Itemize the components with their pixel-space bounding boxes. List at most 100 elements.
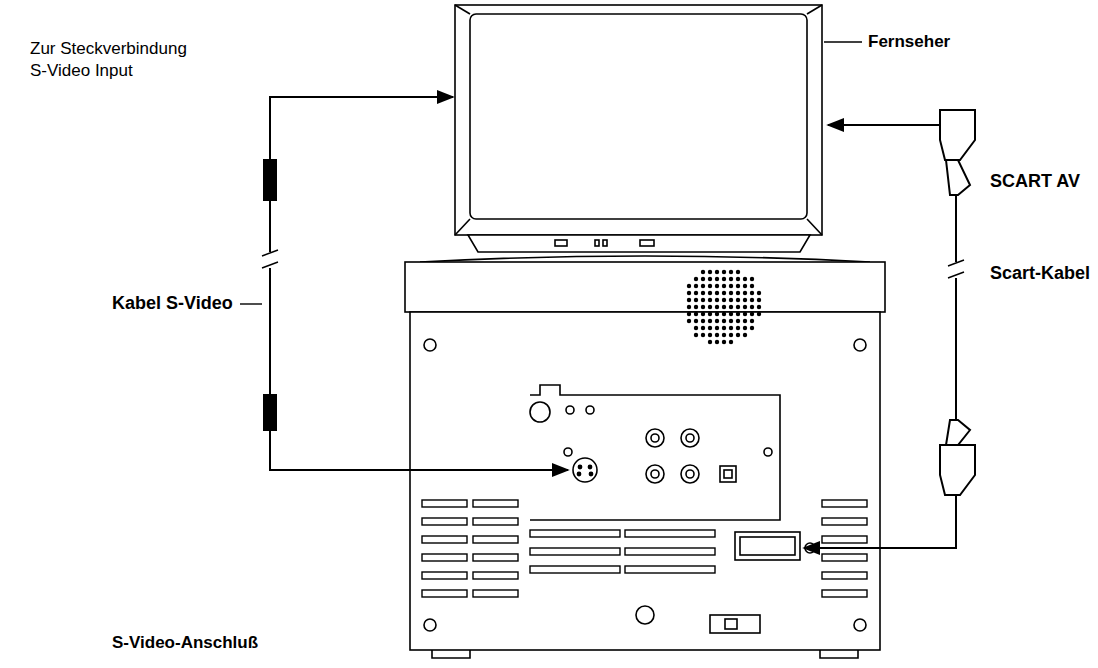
tv-set [455, 5, 822, 252]
grille-hole [687, 291, 691, 295]
grille-hole [743, 333, 747, 337]
cable-label: Kabel S-Video [112, 292, 233, 315]
grille-hole [722, 305, 726, 309]
grille-hole [729, 298, 733, 302]
grille-hole [757, 305, 761, 309]
grille-hole [729, 277, 733, 281]
vent-slot [473, 572, 518, 579]
grille-hole [701, 326, 705, 330]
grille-hole [708, 333, 712, 337]
grille-hole [743, 312, 747, 316]
grille-hole [750, 305, 754, 309]
vent-slot [422, 590, 467, 597]
vent-slot [530, 548, 620, 555]
vent-slot [822, 590, 867, 597]
grille-hole [722, 270, 726, 274]
grille-hole [743, 326, 747, 330]
grille-hole [694, 319, 698, 323]
grille-hole [750, 277, 754, 281]
grille-hole [743, 298, 747, 302]
grille-hole [729, 312, 733, 316]
grille-hole [722, 284, 726, 288]
grille-hole [729, 326, 733, 330]
grille-hole [687, 312, 691, 316]
vent-slot [530, 530, 620, 537]
grille-hole [729, 284, 733, 288]
grille-hole [694, 326, 698, 330]
device-label: Fernseher [868, 31, 950, 53]
vent-slots [422, 500, 867, 597]
grille-hole [729, 340, 733, 344]
grille-hole [743, 277, 747, 281]
grille-hole [708, 277, 712, 281]
grille-hole [736, 319, 740, 323]
grille-hole [701, 270, 705, 274]
grille-hole [694, 291, 698, 295]
grille-hole [715, 312, 719, 316]
grille-hole [701, 333, 705, 337]
vent-slot [422, 572, 467, 579]
grille-hole [715, 319, 719, 323]
grille-hole [722, 312, 726, 316]
grille-hole [729, 305, 733, 309]
vent-slot [422, 500, 467, 507]
grille-hole [722, 291, 726, 295]
vent-slot [822, 572, 867, 579]
grille-hole [701, 319, 705, 323]
vent-slot [473, 554, 518, 561]
leader-lines [240, 42, 862, 304]
grille-hole [757, 291, 761, 295]
figure-caption: S-Video-Anschluß [112, 632, 258, 654]
vent-slot [473, 536, 518, 543]
cable-label: Scart-Kabel [990, 262, 1090, 285]
grille-hole [750, 291, 754, 295]
grille-hole [722, 340, 726, 344]
connection-note: Zur Steckverbindung S-Video Input [30, 38, 205, 82]
grille-hole [701, 277, 705, 281]
grille-hole [722, 326, 726, 330]
grille-hole [708, 340, 712, 344]
grille-hole [743, 291, 747, 295]
grille-hole [715, 326, 719, 330]
vent-slot [422, 518, 467, 525]
vent-slot [822, 536, 867, 543]
grille-hole [757, 298, 761, 302]
vent-slot [625, 566, 715, 573]
vent-slot [625, 548, 715, 555]
grille-hole [722, 277, 726, 281]
grille-hole [701, 284, 705, 288]
grille-hole [736, 312, 740, 316]
grille-hole [715, 340, 719, 344]
grille-hole [687, 305, 691, 309]
vent-slot [822, 500, 867, 507]
grille-hole [722, 333, 726, 337]
grille-hole [750, 298, 754, 302]
vent-slot [473, 500, 518, 507]
s-video-cable [262, 97, 568, 470]
grille-hole [701, 305, 705, 309]
grille-hole [736, 277, 740, 281]
vent-slot [530, 566, 620, 573]
vent-slot [822, 554, 867, 561]
vent-slot [473, 518, 518, 525]
grille-hole [694, 277, 698, 281]
grille-hole [736, 326, 740, 330]
grille-hole [694, 305, 698, 309]
connector-label: SCART AV [990, 170, 1080, 193]
grille-hole [715, 305, 719, 309]
vent-slot [473, 590, 518, 597]
grille-hole [708, 291, 712, 295]
grille-hole [701, 312, 705, 316]
grille-hole [750, 312, 754, 316]
grille-hole [722, 298, 726, 302]
grille-hole [694, 298, 698, 302]
scart-cable [804, 110, 975, 548]
grille-hole [750, 326, 754, 330]
grille-hole [750, 284, 754, 288]
grille-hole [729, 333, 733, 337]
grille-hole [708, 298, 712, 302]
grille-hole [736, 305, 740, 309]
grille-hole [743, 305, 747, 309]
grille-hole [687, 284, 691, 288]
